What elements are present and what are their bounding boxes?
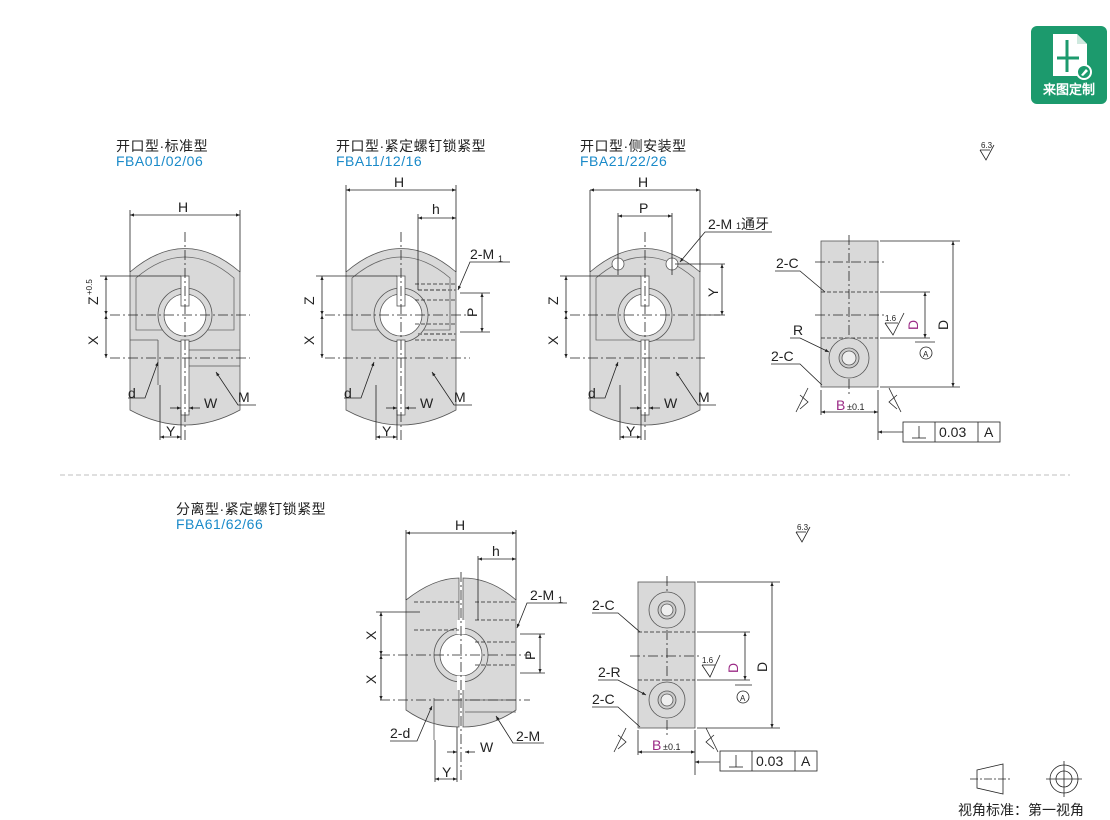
dim-M-3: M	[698, 389, 710, 405]
dim-B-1: B	[836, 397, 845, 413]
dim-Y1-3: Y	[705, 287, 721, 297]
section-code-fba61: FBA61/62/66	[176, 516, 264, 532]
dim-X-3: X	[545, 335, 561, 345]
dim-H-4: H	[455, 517, 465, 533]
dim-P-2: P	[464, 308, 480, 317]
dim-H-1: H	[178, 199, 188, 215]
dim-2M-4: 2-M	[516, 728, 540, 744]
custom-drawing-icon	[1053, 34, 1092, 80]
dim-H-2: H	[394, 174, 404, 190]
dim-B-tol-1: ±0.1	[847, 402, 864, 412]
rough-bore-1: 1.6	[885, 314, 897, 323]
rough-bore-2: 1.6	[702, 656, 714, 665]
section-code-fba21: FBA21/22/26	[580, 153, 668, 169]
rough-main-2: 6.3	[797, 523, 809, 532]
section-title-fba11: 开口型·紧定螺钉锁紧型	[336, 138, 487, 154]
dim-W-4: W	[480, 739, 494, 755]
first-angle-projection-symbol	[970, 761, 1082, 797]
dim-D-2: D	[725, 663, 741, 673]
perp-datum-1: A	[984, 424, 994, 440]
dim-M1-sub-4: 1	[558, 595, 563, 605]
dim-D1-2: D	[754, 662, 770, 672]
dim-D1-1: D	[935, 320, 951, 330]
section-code-fba11: FBA11/12/16	[336, 153, 423, 169]
dim-2C-bot-1: 2-C	[771, 348, 794, 364]
dim-D-1: D	[905, 320, 921, 330]
drawing-fba01	[100, 210, 256, 440]
dim-M1-sub-2: 1	[498, 254, 503, 264]
dim-P-3: P	[639, 200, 648, 216]
drawing-fba61	[376, 530, 567, 782]
dim-X-2: X	[301, 335, 317, 345]
dim-W-1: W	[204, 395, 218, 411]
dim-B-2: B	[652, 737, 661, 753]
dimension-labels: H X Z +0.5 d W M Y H h 2-M 1 P X Z d W M…	[85, 141, 994, 780]
dim-W-3: W	[664, 395, 678, 411]
dim-B-tol-2: ±0.1	[663, 742, 680, 752]
dim-2C-top-1: 2-C	[776, 255, 799, 271]
dim-M1-4: 2-M	[530, 587, 554, 603]
custom-drawing-label: 来图定制	[1042, 82, 1095, 97]
dim-X-1: X	[85, 335, 101, 345]
dim-h-2: h	[432, 201, 440, 217]
side-view-1	[771, 144, 1001, 443]
section-title-fba21: 开口型·侧安装型	[580, 138, 687, 154]
dim-M-1: M	[238, 389, 250, 405]
dim-M1-3: 2-M	[708, 216, 732, 232]
dim-h-4: h	[492, 543, 500, 559]
drawing-fba11	[316, 185, 510, 440]
dim-M1-2: 2-M	[470, 246, 494, 262]
dim-R-1: R	[793, 322, 803, 338]
rough-main-1: 6.3	[981, 141, 993, 150]
section-title-fba61: 分离型·紧定螺钉锁紧型	[176, 501, 327, 517]
drawing-fba21	[560, 188, 772, 440]
perp-datum-2: A	[801, 753, 811, 769]
dim-W-2: W	[420, 395, 434, 411]
view-standard-label: 视角标准：第一视角	[958, 802, 1084, 818]
dim-P-4: P	[522, 651, 538, 660]
dim-Y-4: Y	[442, 764, 452, 780]
perp-tol-1: 0.03	[939, 424, 966, 440]
dim-Z-3: Z	[545, 296, 561, 305]
dim-Y-1: Y	[166, 423, 176, 439]
datum-A-1: A	[923, 350, 929, 359]
custom-drawing-badge[interactable]: 来图定制	[1031, 26, 1107, 104]
datum-A-2: A	[740, 694, 746, 703]
dim-2R-2: 2-R	[598, 664, 621, 680]
dim-d-3: d	[588, 385, 596, 401]
dim-Y-2: Y	[382, 423, 392, 439]
dim-H-3: H	[638, 174, 648, 190]
section-code-fba01: FBA01/02/06	[116, 153, 204, 169]
section-title-fba01: 开口型·标准型	[116, 138, 209, 154]
dim-2C-bot-2: 2-C	[592, 691, 615, 707]
dim-X-top-4: X	[363, 630, 379, 640]
dim-M1-sub-3: 1	[736, 221, 741, 231]
dim-2d-4: 2-d	[390, 725, 410, 741]
dim-Z-2: Z	[301, 296, 317, 305]
dim-X-bot-4: X	[363, 674, 379, 684]
dim-M-2: M	[454, 389, 466, 405]
dim-M1-through-3: 通牙	[741, 216, 769, 232]
dim-2C-top-2: 2-C	[592, 597, 615, 613]
dim-d-2: d	[344, 385, 352, 401]
side-view-2	[592, 526, 818, 775]
dim-Z-1: Z	[85, 296, 101, 305]
dim-Z-tol-1: +0.5	[85, 279, 94, 295]
dim-Y-3: Y	[626, 423, 636, 439]
dim-d-1: d	[128, 385, 136, 401]
perp-tol-2: 0.03	[756, 753, 783, 769]
